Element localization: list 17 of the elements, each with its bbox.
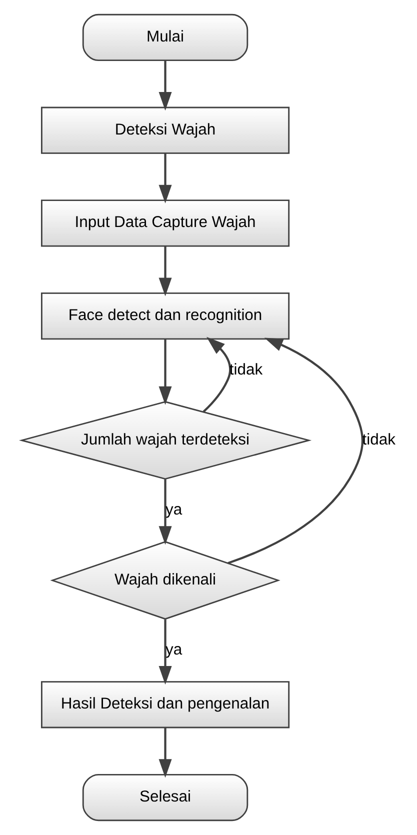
node-box: Hasil Deteksi dan pengenalan	[40, 681, 290, 728]
arrow	[158, 154, 172, 204]
arrow	[158, 479, 172, 545]
arrow	[202, 336, 232, 412]
arrow	[158, 339, 172, 405]
arrow	[158, 620, 172, 685]
arrow	[158, 728, 172, 778]
node-diamond: Jumlah wajah terdeteksi	[19, 401, 312, 480]
node-box: Face detect dan recognition	[40, 292, 290, 340]
arrow	[158, 246, 172, 296]
node-box: Input Data Capture Wajah	[40, 200, 290, 247]
arrow	[228, 338, 364, 564]
node-box: Deteksi Wajah	[40, 106, 290, 154]
node-diamond: Wajah dikenali	[50, 541, 280, 620]
arrow	[158, 60, 172, 111]
node-box: Selesai	[82, 774, 248, 822]
node-box: Mulai	[82, 14, 248, 62]
